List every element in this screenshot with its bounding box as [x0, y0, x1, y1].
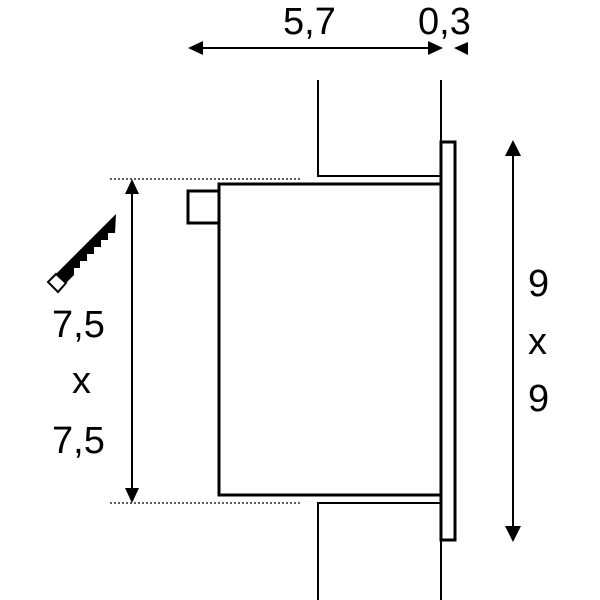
thickness-label: 0,3 [418, 1, 471, 43]
wall-upper [317, 80, 442, 177]
depth-label: 5,7 [283, 1, 336, 43]
cutout-height-arrow [125, 179, 139, 503]
wall-lower [317, 502, 442, 600]
frame-height-arrow [505, 140, 521, 542]
frame-height-label: 9 [528, 378, 550, 420]
connector-box [186, 189, 221, 225]
saw-icon [46, 214, 116, 294]
housing-body [217, 182, 443, 497]
cutout-height-label: 7,5 [52, 420, 105, 462]
depth-dimension-arrow [188, 41, 443, 55]
thickness-dimension-arrow [454, 42, 468, 55]
cutout-width-label: 7,5 [52, 304, 105, 346]
frame-x-label: x [528, 321, 547, 363]
cutout-x-label: x [72, 360, 91, 402]
frame-width-label: 9 [528, 263, 550, 305]
front-plate [439, 140, 457, 542]
